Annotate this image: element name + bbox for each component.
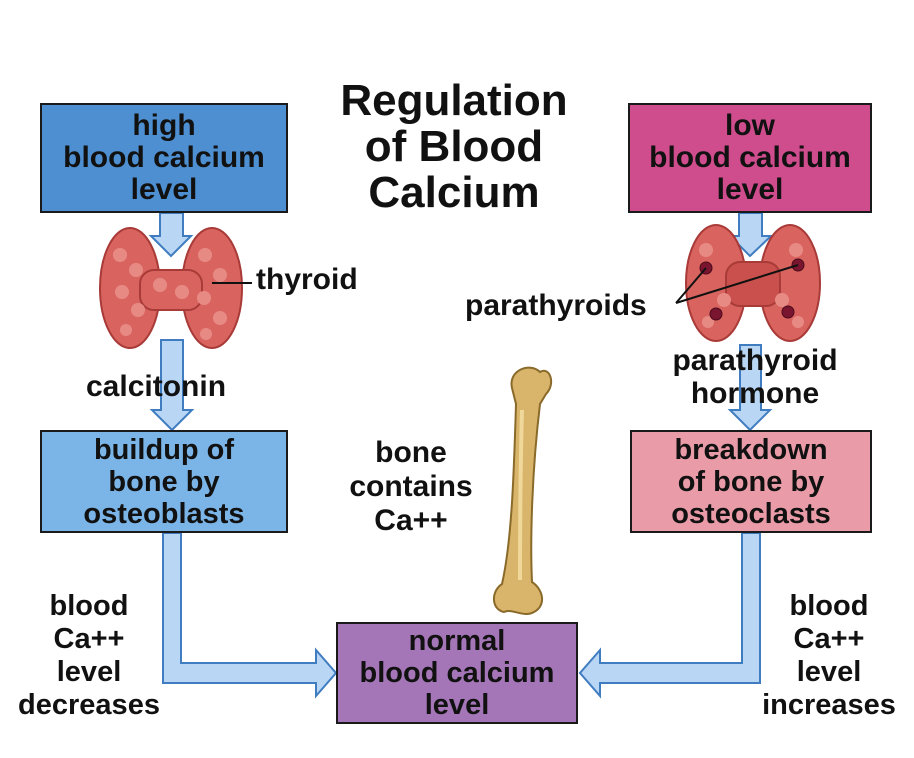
- label-line: bone: [375, 436, 447, 469]
- box-line: level: [424, 689, 490, 721]
- label-line: blood: [49, 590, 129, 622]
- label-line: increases: [762, 689, 896, 721]
- thyroid-label: thyroid: [256, 263, 358, 296]
- box-line: of bone by: [677, 465, 825, 498]
- title-line-1: Regulation: [340, 76, 568, 125]
- box-line: high: [132, 109, 196, 142]
- box-line: low: [725, 109, 775, 142]
- box-line: normal: [408, 625, 506, 657]
- arrow-thyroid-to-buildup: [149, 339, 195, 432]
- calcitonin-label: calcitonin: [86, 370, 227, 403]
- thyroid-gland: [99, 227, 252, 349]
- parathyroid-hormone-label: parathyroid hormone: [655, 344, 855, 410]
- parathyroid-gland: [675, 224, 821, 342]
- arrow-breakdown-to-normal: [578, 532, 761, 699]
- calcium-decreases-label: blood Ca++ level decreases: [4, 590, 174, 722]
- box-line: blood calcium: [649, 141, 851, 174]
- bone-illustration: [493, 366, 553, 615]
- label-line: Ca++: [53, 623, 125, 655]
- normal-blood-calcium-box: normal blood calcium level: [336, 622, 578, 724]
- parathyroids-label: parathyroids: [465, 289, 647, 322]
- box-line: breakdown: [674, 433, 828, 466]
- arrows: [148, 212, 774, 699]
- arrow-parathyroids-to-breakdown: [727, 344, 773, 432]
- title-line-3: Calcium: [368, 168, 540, 217]
- box-line: blood calcium: [359, 657, 555, 689]
- box-line: buildup of: [93, 433, 235, 466]
- calcium-increases-label: blood Ca++ level increases: [745, 590, 913, 722]
- low-blood-calcium-box: low blood calcium level: [628, 103, 872, 213]
- high-blood-calcium-box: high blood calcium level: [40, 103, 288, 213]
- label-line: decreases: [18, 689, 160, 721]
- title-line-2: of Blood: [364, 122, 544, 171]
- label-line: level: [56, 656, 122, 688]
- box-line: blood calcium: [63, 141, 265, 174]
- buildup-of-bone-box: buildup of bone by osteoblasts: [40, 430, 288, 533]
- arrow-low-to-parathyroids: [727, 212, 774, 258]
- arrow-buildup-to-normal: [162, 532, 338, 699]
- diagram-title: Regulation of Blood Calcium: [318, 78, 590, 216]
- label-line: blood: [789, 590, 869, 622]
- label-line: parathyroid: [672, 344, 838, 377]
- label-line: level: [796, 656, 862, 688]
- label-line: Ca++: [374, 504, 448, 537]
- box-line: level: [130, 173, 198, 206]
- box-line: osteoblasts: [83, 497, 245, 530]
- bone-contains-calcium-label: bone contains Ca++: [336, 436, 486, 538]
- box-line: level: [716, 173, 784, 206]
- box-line: osteoclasts: [671, 497, 831, 530]
- arrow-high-to-thyroid: [148, 212, 194, 258]
- box-line: bone by: [108, 465, 220, 498]
- label-line: hormone: [690, 377, 820, 410]
- label-line: Ca++: [793, 623, 865, 655]
- breakdown-of-bone-box: breakdown of bone by osteoclasts: [630, 430, 872, 533]
- label-line: contains: [349, 470, 473, 503]
